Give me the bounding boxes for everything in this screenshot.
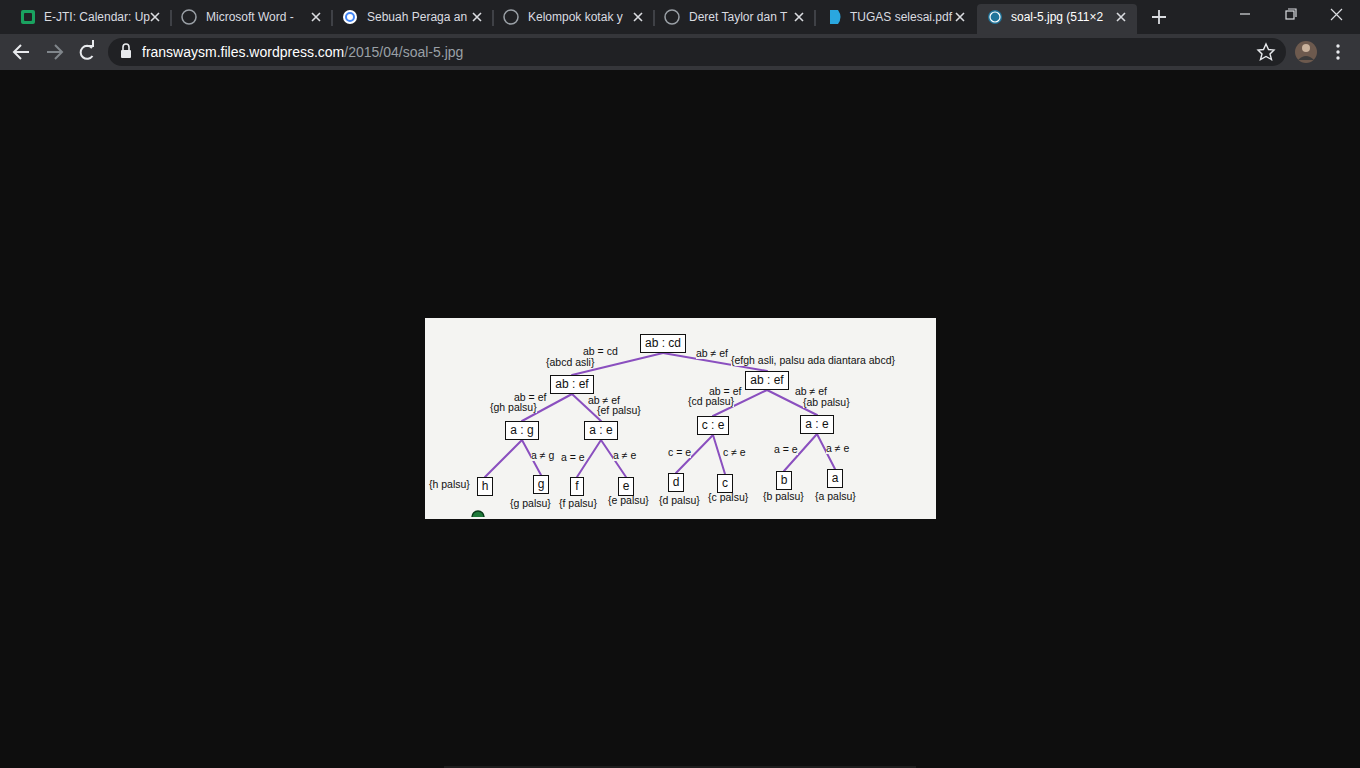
outcome-note: {a palsu} xyxy=(815,490,856,502)
node-text: a : e xyxy=(589,422,612,439)
comparison-box: ab : ef xyxy=(745,371,788,390)
node-text: a : e xyxy=(805,416,828,433)
outcome-note: {ab palsu} xyxy=(803,396,850,408)
window-controls xyxy=(1240,9,1342,20)
outcome-note: {h palsu} xyxy=(429,478,470,490)
tab-title: TUGAS selesai.pdf xyxy=(850,9,952,25)
outcome-note: {d palsu} xyxy=(659,494,700,506)
comparison-box: ab : cd xyxy=(640,334,686,353)
reload-button xyxy=(81,40,93,59)
tab-close-icons xyxy=(151,13,1125,21)
result-box: g xyxy=(533,475,550,494)
outcome-note: {efgh asli, palsu ada diantara abcd} xyxy=(731,354,895,366)
node-text: ab : ef xyxy=(750,372,783,389)
outcome-note: {b palsu} xyxy=(763,490,804,502)
outcome-note: {g palsu} xyxy=(510,497,551,509)
forward-button xyxy=(47,45,62,59)
branch-condition: c ≠ e xyxy=(723,446,746,458)
partial-icon xyxy=(472,511,484,517)
branch-condition: a = e xyxy=(774,443,798,455)
node-text: ab : ef xyxy=(555,376,588,393)
node-text: f xyxy=(575,478,578,495)
tab-title: Microsoft Word - xyxy=(206,9,294,25)
tab-title: E-JTI: Calendar: Up xyxy=(44,9,150,25)
scroll-hint xyxy=(444,766,916,768)
result-box: e xyxy=(618,477,635,496)
result-box: d xyxy=(668,473,685,492)
menu-dots xyxy=(1336,44,1339,59)
outcome-note: {abcd asli} xyxy=(546,356,594,368)
tab-favicons xyxy=(21,10,1002,24)
new-tab-icon xyxy=(1152,10,1166,24)
result-box: h xyxy=(477,477,494,496)
node-text: h xyxy=(482,478,489,495)
page-ground xyxy=(0,70,1360,71)
result-box: c xyxy=(717,474,733,493)
tab-title: soal-5.jpg (511×2 xyxy=(1011,9,1103,25)
toolbar xyxy=(0,34,1360,70)
branch-condition: ab ≠ ef xyxy=(696,347,728,359)
tab-separators xyxy=(171,10,815,26)
url-text: /2015/04/soal-5.jpg xyxy=(344,44,463,60)
node-text: a : g xyxy=(510,422,533,439)
tab-title: Deret Taylor dan T xyxy=(689,9,787,25)
tab-strip xyxy=(0,0,1360,34)
comparison-box: a : e xyxy=(800,415,833,434)
outcome-note: {f palsu} xyxy=(559,497,597,509)
result-box: a xyxy=(827,469,844,488)
url-text: franswaysm.files.wordpress.com xyxy=(142,44,344,60)
node-text: ab : cd xyxy=(645,335,681,352)
branch-condition: c = e xyxy=(668,446,691,458)
tab-title: Kelompok kotak y xyxy=(528,9,623,25)
node-text: g xyxy=(538,476,545,493)
node-text: b xyxy=(781,472,788,489)
branch-condition: ab ≠ ef xyxy=(795,385,827,397)
node-text: a xyxy=(832,470,839,487)
diagram-image: {abcd asli} {efgh asli, palsu ada diantar… xyxy=(425,318,936,519)
branch-condition: ab ≠ ef xyxy=(588,394,620,406)
lock-icon xyxy=(121,44,131,58)
tree-branch xyxy=(485,440,522,477)
node-text: c : e xyxy=(702,417,725,434)
branch-condition: a ≠ g xyxy=(531,449,554,461)
node-text: e xyxy=(623,478,630,495)
comparison-box: a : e xyxy=(584,421,617,440)
comparison-box: a : g xyxy=(505,421,538,440)
result-box: b xyxy=(776,471,793,490)
branch-condition: a ≠ e xyxy=(826,442,849,454)
active-tab xyxy=(977,4,1137,34)
branch-condition: ab = ef xyxy=(514,391,546,403)
branch-condition: ab = cd xyxy=(583,345,618,357)
star-icon xyxy=(1258,44,1274,60)
omnibox xyxy=(108,38,1286,66)
profile-avatar xyxy=(1295,41,1317,63)
tab-title: Sebuah Peraga an xyxy=(367,9,467,25)
node-text: d xyxy=(673,474,680,491)
result-box: f xyxy=(570,477,583,496)
nav-buttons xyxy=(14,45,29,59)
node-text: c xyxy=(722,475,728,492)
branch-condition: ab = ef xyxy=(709,385,741,397)
branch-condition: a ≠ e xyxy=(613,449,636,461)
comparison-box: ab : ef xyxy=(550,375,593,394)
comparison-box: c : e xyxy=(697,416,730,435)
branch-condition: a = e xyxy=(561,451,585,463)
